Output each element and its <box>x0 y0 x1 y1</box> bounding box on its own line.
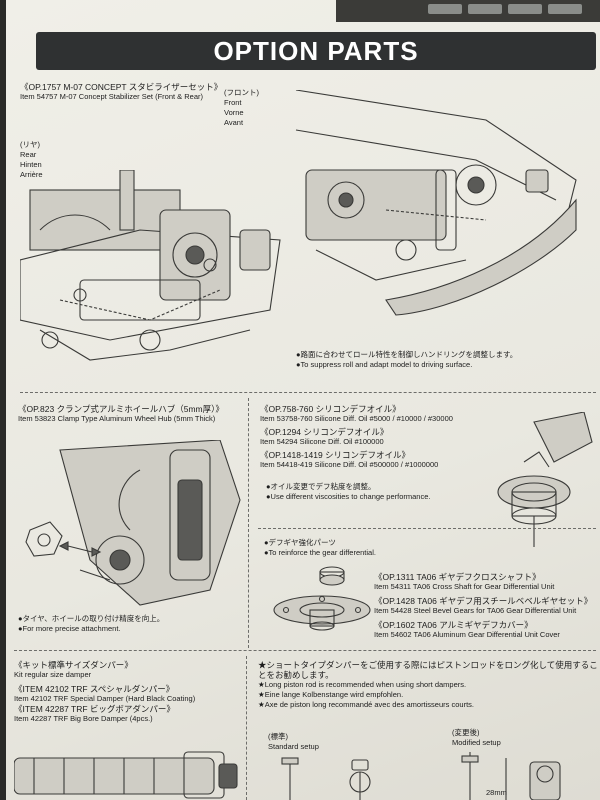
standard-setup-en: Standard setup <box>268 742 319 751</box>
short-damper-note: ★ショートタイプダンパーをご使用する際にはピストンロッドをロング化して使用するこ… <box>258 660 600 710</box>
big-bore-damper-en: Item 42287 TRF Big Bore Damper (4pcs.) <box>14 714 153 723</box>
modified-setup-en: Modified setup <box>452 738 501 747</box>
rear-chassis-illustration <box>20 170 281 361</box>
front-label-de: Vorne <box>224 108 244 117</box>
section-divider-vertical <box>246 656 247 800</box>
dimension-label: 28mm <box>486 788 526 798</box>
diff-oil-items: 《OP.758-760 シリコンデフオイル》 Item 53758-760 Si… <box>260 404 510 470</box>
diff-parts-illustration <box>273 566 371 631</box>
rear-label-jp: (リヤ) <box>20 140 40 149</box>
diff-oil-item-jp: 《OP.758-760 シリコンデフオイル》 <box>260 404 401 414</box>
diff-oil-item-jp: 《OP.1294 シリコンデフオイル》 <box>260 427 389 437</box>
diff-parts-items: 《OP.1311 TA06 ギヤデフクロスシャフト》 Item 54311 TA… <box>374 572 596 640</box>
short-damper-note-jp2: とをお勧めします。 <box>258 670 334 680</box>
stabilizer-item-jp: 《OP.1757 M-07 CONCEPT スタビライザーセット》 <box>20 82 223 92</box>
diff-oil-item-jp: 《OP.1418-1419 シリコンデフオイル》 <box>260 450 411 460</box>
modified-setup-label: (変更後) Modified setup <box>452 728 572 748</box>
section-divider-vertical <box>248 398 249 648</box>
shelf-tag <box>468 4 502 14</box>
wheel-hub-note-jp: ●タイヤ、ホイールの取り付け精度を向上。 <box>18 614 165 623</box>
diff-parts-heading: ●デフギヤ強化パーツ ●To reinforce the gear differ… <box>264 538 464 558</box>
short-damper-note-fr: ★Axe de piston long recommandé avec des … <box>258 700 474 709</box>
wheel-hub-note-en: ●For more precise attachment. <box>18 624 121 633</box>
standard-setup-jp: (標準) <box>268 732 288 741</box>
diff-parts-heading-en: ●To reinforce the gear differential. <box>264 548 376 557</box>
section-divider <box>14 650 596 651</box>
shelf-tag <box>548 4 582 14</box>
section-divider <box>258 528 596 529</box>
short-damper-note-en: ★Long piston rod is recommended when usi… <box>258 680 467 689</box>
short-damper-note-de: ★Eine lange Kolbenstange wird empfohlen. <box>258 690 404 699</box>
special-damper-en: Item 42102 TRF Special Damper (Hard Blac… <box>14 694 196 703</box>
section-divider <box>20 392 596 393</box>
stabilizer-note-jp: ●路面に合わせてロール特性を制御しハンドリングを調整します。 <box>296 350 518 359</box>
diff-part-item-jp: 《OP.1428 TA06 ギヤデフ用スチールベベルギヤセット》 <box>374 596 593 606</box>
wheel-hub-item: 《OP.823 クランプ式アルミホイールハブ（5mm厚）》 Item 53823… <box>18 404 243 424</box>
diff-oil-note: ●オイル変更でデフ粘度を調整。 ●Use different viscositi… <box>266 482 496 502</box>
rear-label: (リヤ) Rear Hinten Arrière <box>20 140 80 180</box>
diff-part-item-en: Item 54311 TA06 Cross Shaft for Gear Dif… <box>374 582 555 591</box>
wheel-hub-illustration <box>25 440 241 606</box>
diff-oil-item-en: Item 53758-760 Silicone Diff. Oil #5000 … <box>260 414 453 423</box>
modified-setup-jp: (変更後) <box>452 728 480 737</box>
rear-label-fr: Arrière <box>20 170 43 179</box>
stabilizer-note: ●路面に合わせてロール特性を制御しハンドリングを調整します。 ●To suppr… <box>296 350 586 370</box>
piston-rod-illustration <box>281 752 561 800</box>
diff-parts-heading-jp: ●デフギヤ強化パーツ <box>264 538 336 547</box>
dampers-items: 《キット標準サイズダンパー》 Kit regular size damper 《… <box>14 660 246 724</box>
diff-part-item-jp: 《OP.1311 TA06 ギヤデフクロスシャフト》 <box>374 572 541 582</box>
page-title: OPTION PARTS <box>213 35 419 66</box>
wheel-hub-item-en: Item 53823 Clamp Type Aluminum Wheel Hub… <box>18 414 216 423</box>
front-label: (フロント) Front Vorne Avant <box>224 88 304 128</box>
diff-oil-note-jp: ●オイル変更でデフ粘度を調整。 <box>266 482 376 491</box>
diff-oil-item-en: Item 54294 Silicone Diff. Oil #100000 <box>260 437 384 446</box>
big-bore-damper-jp: 《ITEM 42287 TRF ビッグボアダンパー》 <box>14 704 175 714</box>
kit-damper-en: Kit regular size damper <box>14 670 92 679</box>
rear-label-de: Hinten <box>20 160 42 169</box>
diff-oil-item-en: Item 54418-419 Silicone Diff. Oil #50000… <box>260 460 439 469</box>
front-chassis-illustration <box>295 90 577 316</box>
special-damper-jp: 《ITEM 42102 TRF スペシャルダンパー》 <box>14 684 175 694</box>
wheel-hub-item-jp: 《OP.823 クランプ式アルミホイールハブ（5mm厚）》 <box>18 404 224 414</box>
stabilizer-item: 《OP.1757 M-07 CONCEPT スタビライザーセット》 Item 5… <box>20 82 260 102</box>
front-label-jp: (フロント) <box>224 88 259 97</box>
diff-oil-note-en: ●Use different viscosities to change per… <box>266 492 431 501</box>
shelf-tag <box>428 4 462 14</box>
dimension-value: 28mm <box>486 788 507 797</box>
standard-setup-label: (標準) Standard setup <box>268 732 388 752</box>
header-bar: OPTION PARTS <box>36 32 596 70</box>
wheel-hub-note: ●タイヤ、ホイールの取り付け精度を向上。 ●For more precise a… <box>18 614 218 634</box>
front-label-fr: Avant <box>224 118 244 127</box>
background-shelf-strip <box>336 0 600 22</box>
rear-label-en: Rear <box>20 150 37 159</box>
diff-part-item-jp: 《OP.1602 TA06 アルミギヤデフカバー》 <box>374 620 533 630</box>
front-label-en: Front <box>224 98 242 107</box>
manual-page: OPTION PARTS 《OP.1757 M-07 CONCEPT スタビライ… <box>6 0 600 800</box>
short-damper-note-jp: ★ショートタイプダンパーをご使用する際にはピストンロッドをロング化して使用するこ <box>258 660 598 670</box>
damper-illustration <box>14 751 238 799</box>
kit-damper-jp: 《キット標準サイズダンパー》 <box>14 660 133 670</box>
stabilizer-note-en: ●To suppress roll and adapt model to dri… <box>296 360 473 369</box>
stabilizer-item-en: Item 54757 M-07 Concept Stabilizer Set (… <box>20 92 203 101</box>
diff-part-item-en: Item 54428 Steel Bevel Gears for TA06 Ge… <box>374 606 577 615</box>
diff-part-item-en: Item 54602 TA06 Aluminum Gear Differenti… <box>374 630 560 639</box>
diff-oil-bottle-illustration <box>497 412 593 547</box>
shelf-tag <box>508 4 542 14</box>
